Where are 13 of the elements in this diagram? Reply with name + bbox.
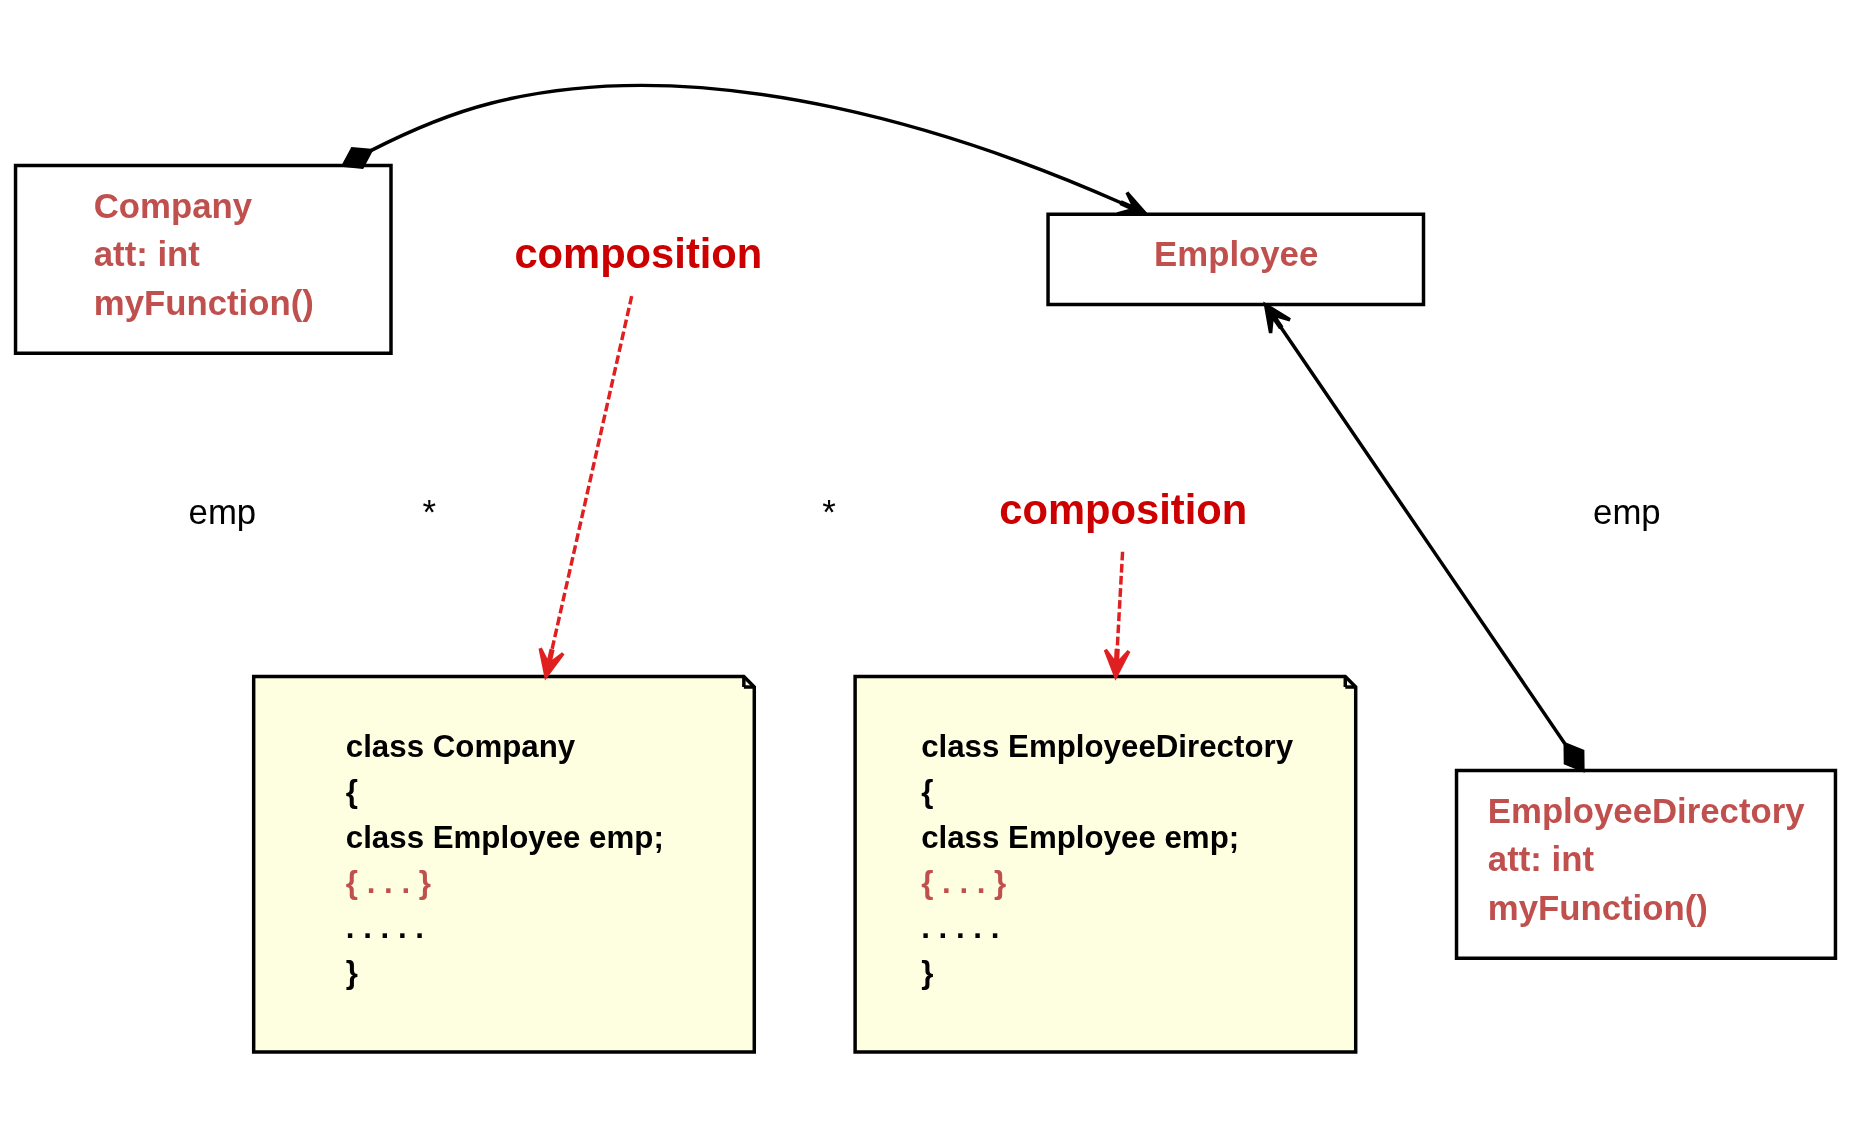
label: emp xyxy=(1593,492,1661,531)
arrow xyxy=(1103,551,1131,679)
node-text: composition xyxy=(999,485,1248,533)
node-box: EmployeeDirectory att: int myFunction() xyxy=(1454,768,1838,960)
node-box: Company att: int myFunction() xyxy=(13,163,393,355)
label: * xyxy=(822,492,836,531)
arrow xyxy=(1263,303,1585,773)
label: emp xyxy=(188,492,257,531)
node-text: composition xyxy=(514,230,763,278)
arrow xyxy=(538,295,634,679)
node-box: Employee xyxy=(1046,212,1426,307)
arrow xyxy=(340,84,1148,216)
label: * xyxy=(422,492,436,531)
